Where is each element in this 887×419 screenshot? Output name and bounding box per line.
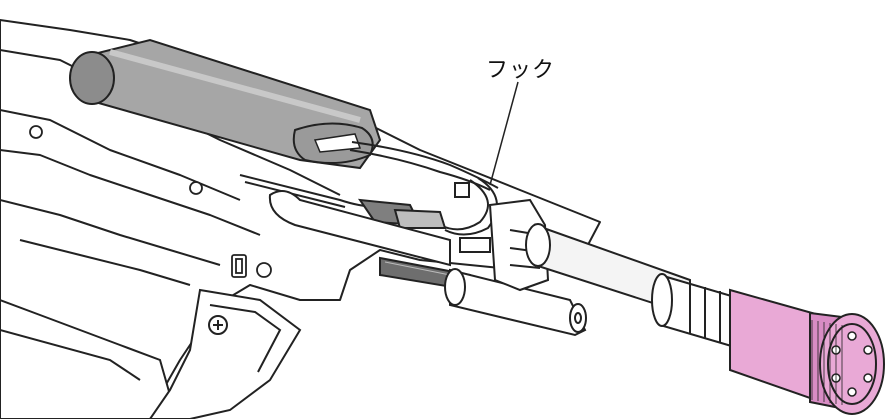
flash-hider-pink [729, 288, 885, 415]
hook-leader-line [489, 81, 519, 186]
battery-pack [69, 38, 382, 170]
lower-cylinder [444, 268, 587, 337]
grip-frame [0, 288, 302, 419]
flash-hider-base [651, 273, 746, 352]
connector [357, 182, 470, 229]
hook-label: フック [486, 58, 556, 83]
rivets [29, 125, 272, 278]
